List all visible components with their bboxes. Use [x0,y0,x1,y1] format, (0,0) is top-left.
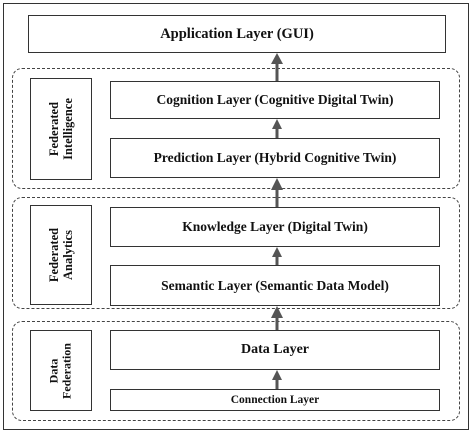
data-layer-box: Data Layer [110,330,440,370]
connection-layer-label: Connection Layer [230,394,320,406]
federated-intelligence-group [12,68,460,189]
data-federation-label: Data Federation [46,342,74,399]
cognition-layer-label: Cognition Layer (Cognitive Digital Twin) [156,92,394,107]
prediction-layer-box: Prediction Layer (Hybrid Cognitive Twin) [110,138,440,178]
federated-analytics-label: Federated Analytics [47,227,75,283]
federated-analytics-label-box: Federated Analytics [30,205,92,305]
data-federation-label-box: Data Federation [30,330,92,411]
data-federation-group [12,321,460,421]
cognition-layer-box: Cognition Layer (Cognitive Digital Twin) [110,81,440,119]
prediction-layer-label: Prediction Layer (Hybrid Cognitive Twin) [153,150,397,165]
semantic-layer-label: Semantic Layer (Semantic Data Model) [161,277,389,293]
connection-layer-box: Connection Layer [110,389,440,411]
federated-intelligence-label-box: Federated Intelligence [30,78,92,180]
diagram-frame [3,3,469,430]
application-layer-label: Application Layer (GUI) [160,25,314,42]
application-layer-box: Application Layer (GUI) [28,15,446,53]
semantic-layer-box: Semantic Layer (Semantic Data Model) [110,265,440,306]
federated-analytics-group [12,197,460,309]
knowledge-layer-label: Knowledge Layer (Digital Twin) [182,219,368,234]
data-layer-label: Data Layer [240,342,310,357]
knowledge-layer-box: Knowledge Layer (Digital Twin) [110,207,440,247]
federated-intelligence-label: Federated Intelligence [47,98,75,160]
